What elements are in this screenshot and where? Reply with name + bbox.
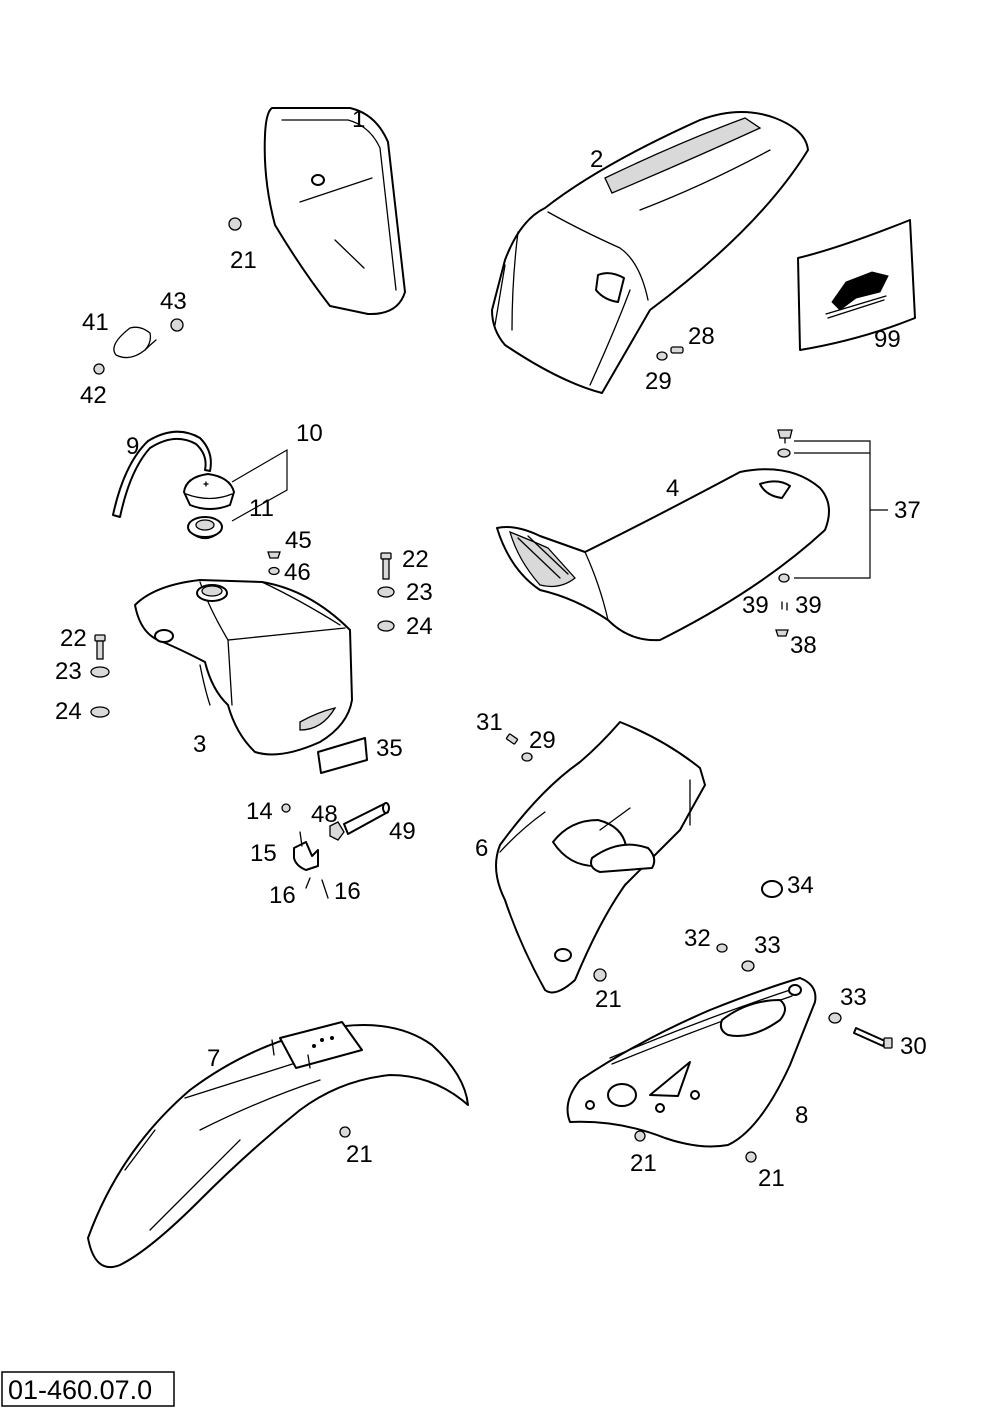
part-washer-29a <box>656 351 668 361</box>
callout-label: 9 <box>126 433 139 460</box>
part-decal <box>797 219 916 351</box>
callout-label: 39 <box>795 592 822 619</box>
callout-label: 4 <box>666 475 679 502</box>
callout-label: 24 <box>406 613 433 640</box>
callout-label: 32 <box>684 925 711 952</box>
callout-label: 6 <box>475 835 488 862</box>
callout-label: 22 <box>60 625 87 652</box>
callout-label: 35 <box>376 735 403 762</box>
part-washer-46 <box>268 566 280 576</box>
callout-label: 21 <box>758 1165 785 1192</box>
part-bolt-22b <box>94 634 106 660</box>
part-front-fender <box>87 1021 469 1269</box>
part-cable-loop <box>113 326 157 359</box>
part-screw-21e <box>339 1126 351 1138</box>
callout-label: 8 <box>795 1102 808 1129</box>
part-fuel-tap <box>281 802 390 899</box>
part-number-plate <box>263 107 406 316</box>
leader-10-11 <box>231 448 288 522</box>
callout-label: 37 <box>894 497 921 524</box>
part-side-panel <box>566 977 817 1148</box>
callout-label: 33 <box>840 984 867 1011</box>
callout-label: 21 <box>595 986 622 1013</box>
part-plug <box>761 880 783 898</box>
callout-label: 33 <box>754 932 781 959</box>
callout-label: 21 <box>346 1141 373 1168</box>
drawing-code: 01-460.07.0 <box>8 1375 152 1405</box>
drawing-code-box: 01-460.07.0 <box>1 1371 175 1407</box>
part-seat <box>496 468 830 642</box>
callout-label: 21 <box>630 1150 657 1177</box>
callout-label: 11 <box>249 495 274 522</box>
callout-label: 43 <box>160 288 187 315</box>
part-seat-hardware <box>775 429 888 637</box>
part-fuel-cap <box>183 473 235 510</box>
callout-label: 49 <box>389 818 416 845</box>
callout-label: 48 <box>311 801 338 828</box>
part-washer-23b <box>90 666 110 678</box>
callout-label: 23 <box>55 658 82 685</box>
callout-label: 15 <box>250 840 277 867</box>
callout-label: 21 <box>230 247 257 274</box>
part-rear-fender <box>491 110 809 394</box>
part-washer-29b <box>521 752 533 762</box>
callout-label: 41 <box>82 309 109 336</box>
part-screw-21d <box>745 1151 757 1163</box>
part-washer-24a <box>377 620 395 632</box>
callout-label: 99 <box>874 326 901 353</box>
callout-labels: 1 2 21 99 43 41 42 28 29 9 10 11 4 37 45… <box>55 106 927 1192</box>
part-screw-42 <box>93 363 105 375</box>
part-sticker <box>317 737 368 774</box>
callout-label: 10 <box>296 420 323 447</box>
callout-label: 31 <box>476 709 503 736</box>
part-bolt-30 <box>853 1027 893 1049</box>
part-screw-21a <box>228 217 242 231</box>
part-washer-24b <box>90 706 110 718</box>
callout-label: 16 <box>269 882 296 909</box>
callout-label: 29 <box>529 727 556 754</box>
part-vent-hose <box>112 430 212 518</box>
callout-label: 7 <box>207 1045 220 1072</box>
part-filler-gasket <box>187 516 223 540</box>
callout-label: 1 <box>352 106 365 133</box>
part-screw-21c <box>634 1130 646 1142</box>
part-screw-45 <box>267 551 281 559</box>
callout-label: 2 <box>590 146 603 173</box>
callout-label: 39 <box>742 592 769 619</box>
callout-label: 29 <box>645 368 672 395</box>
callout-label: 23 <box>406 579 433 606</box>
part-screw-21b <box>593 968 607 982</box>
part-bolt-22a <box>380 552 392 580</box>
part-washer-33a <box>741 960 755 972</box>
callout-label: 46 <box>284 559 311 586</box>
callout-label: 34 <box>787 872 814 899</box>
callout-label: 45 <box>285 527 312 554</box>
callout-label: 42 <box>80 382 107 409</box>
callout-label: 16 <box>334 878 361 905</box>
callout-label: 28 <box>688 323 715 350</box>
part-radiator-shroud <box>495 721 706 994</box>
part-screw-31 <box>505 733 519 745</box>
part-screw-28 <box>670 346 684 354</box>
callout-label: 30 <box>900 1033 927 1060</box>
part-washer-33b <box>828 1012 842 1024</box>
callout-label: 3 <box>193 731 206 758</box>
callout-label: 24 <box>55 698 82 725</box>
callout-label: 38 <box>790 632 817 659</box>
part-washer-23a <box>377 586 395 598</box>
part-washer-32 <box>716 943 728 953</box>
part-fuel-tank <box>134 579 353 756</box>
callout-label: 14 <box>246 798 273 825</box>
callout-label: 22 <box>402 546 429 573</box>
part-nut-43 <box>170 318 184 332</box>
